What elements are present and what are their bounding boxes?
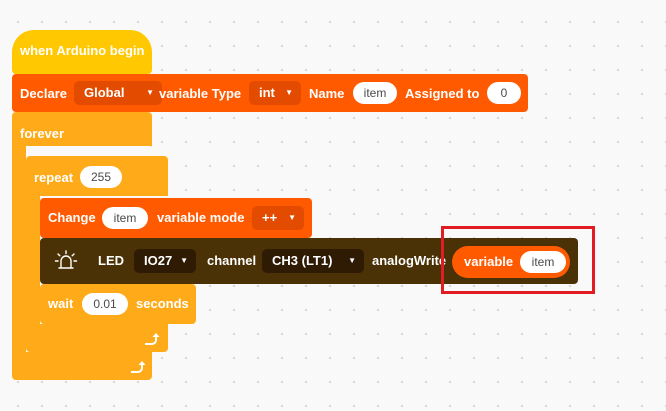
wait-value-input[interactable]: 0.01: [82, 293, 128, 315]
highlight-box: [441, 226, 595, 294]
variable-mode-label: variable mode: [157, 210, 245, 225]
change-label: Change: [48, 210, 96, 225]
mode-dropdown[interactable]: ++ ▼: [252, 206, 304, 230]
hat-block[interactable]: when Arduino begin: [12, 30, 152, 74]
channel-label: channel: [207, 253, 257, 268]
scope-dropdown[interactable]: Global ▼: [74, 81, 162, 105]
type-dropdown-value: int: [259, 85, 275, 100]
scope-dropdown-value: Global: [84, 85, 125, 100]
loop-arrow-icon: [142, 330, 160, 348]
wait-label: wait: [48, 296, 74, 311]
repeat-count-input[interactable]: 255: [80, 166, 122, 188]
caret-down-icon: ▼: [288, 213, 296, 222]
forever-label: forever: [20, 126, 65, 141]
analog-write-label: analogWrite: [372, 253, 447, 268]
caret-down-icon: ▼: [285, 88, 293, 97]
change-block[interactable]: Change item variable mode ++ ▼: [40, 198, 312, 238]
declare-label: Declare: [20, 86, 67, 101]
caret-down-icon: ▼: [348, 256, 356, 265]
variable-type-label: variable Type: [159, 86, 242, 101]
variable-reporter-name-input[interactable]: item: [520, 251, 566, 273]
pin-dropdown[interactable]: IO27 ▼: [134, 249, 196, 273]
declare-block[interactable]: Declare Global ▼ variable Type int ▼ Nam…: [12, 74, 528, 112]
channel-dropdown[interactable]: CH3 (LT1) ▼: [262, 249, 364, 273]
caret-down-icon: ▼: [180, 256, 188, 265]
variable-reporter[interactable]: variable item: [452, 246, 570, 278]
led-light-icon: [54, 249, 78, 273]
repeat-label: repeat: [34, 170, 74, 185]
wait-block[interactable]: wait 0.01 seconds: [40, 284, 196, 324]
change-variable-input[interactable]: item: [102, 207, 148, 229]
variable-reporter-label: variable: [464, 254, 514, 269]
caret-down-icon: ▼: [146, 88, 154, 97]
pin-dropdown-value: IO27: [144, 253, 173, 268]
loop-arrow-icon: [128, 358, 146, 376]
channel-dropdown-value: CH3 (LT1): [272, 253, 333, 268]
type-dropdown[interactable]: int ▼: [249, 81, 301, 105]
mode-dropdown-value: ++: [262, 210, 278, 225]
name-label: Name: [309, 86, 345, 101]
hat-block-label: when Arduino begin: [20, 43, 145, 58]
variable-name-input[interactable]: item: [353, 82, 397, 104]
assigned-to-label: Assigned to: [405, 86, 480, 101]
led-label: LED: [98, 253, 124, 268]
seconds-label: seconds: [136, 296, 189, 311]
assigned-value-input[interactable]: 0: [487, 82, 521, 104]
